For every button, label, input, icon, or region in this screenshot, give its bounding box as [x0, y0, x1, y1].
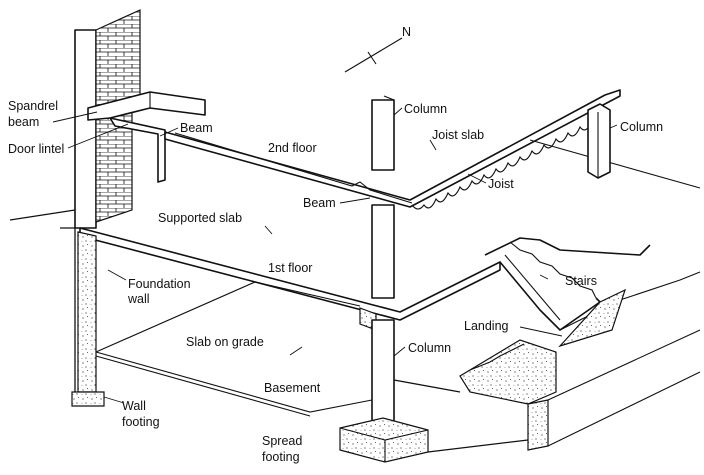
- spread-footing: [339, 417, 429, 463]
- leader-joist-slab: [429, 139, 437, 151]
- label-spread-footing-line2: footing: [262, 450, 300, 464]
- label-door-lintel: Door lintel: [8, 142, 64, 156]
- wall-pier: [74, 29, 97, 229]
- label-foundation-wall-line1: Foundation: [128, 277, 191, 291]
- right-column-shape: [587, 103, 611, 179]
- upper-column: [371, 95, 395, 171]
- foundation-wall-section: [77, 231, 97, 393]
- north-arrow: N: [344, 25, 411, 73]
- leader-lines: [52, 107, 618, 404]
- label-wall-footing-line1: Wall: [122, 399, 146, 413]
- landing-section: [558, 288, 627, 348]
- upper-column-shape: [371, 99, 395, 171]
- leader-beam-upper: [159, 127, 179, 137]
- stair-treads: [509, 241, 597, 299]
- leader-foundation-wall: [107, 269, 127, 281]
- label-spandrel-line1: Spandrel: [8, 99, 58, 113]
- foundation-wall: [71, 231, 105, 407]
- label-column-lower: Column: [408, 341, 451, 355]
- middle-column: [371, 204, 395, 299]
- label-landing: Landing: [464, 319, 509, 333]
- ground-line-left: [9, 209, 76, 221]
- lower-column-shape: [371, 319, 395, 429]
- label-slab-on-grade: Slab on grade: [186, 335, 264, 349]
- brick-wall: [74, 9, 141, 229]
- leader-spandrel-beam: [52, 111, 98, 123]
- leader-supported-slab: [264, 225, 273, 235]
- label-wall-footing-line2: footing: [122, 415, 160, 429]
- label-first-floor: 1st floor: [268, 261, 312, 275]
- label-spandrel-line2: beam: [8, 115, 39, 129]
- label-joist: Joist: [488, 177, 514, 191]
- spandrel-beam-shape: [87, 91, 206, 121]
- leader-door-lintel: [67, 123, 129, 149]
- right-column: [587, 103, 611, 179]
- label-supported-slab: Supported slab: [158, 211, 242, 225]
- wall-footing-section: [71, 391, 105, 407]
- label-basement: Basement: [264, 381, 321, 395]
- labels: Spandrel beam Door lintel Beam 2nd floor…: [8, 99, 663, 464]
- leader-column-lower: [393, 346, 406, 357]
- second-floor-slab-edge: [164, 89, 621, 208]
- north-arrow-tick: [367, 51, 377, 65]
- leader-stairs: [539, 274, 549, 280]
- leader-joist: [467, 173, 487, 184]
- label-column-right: Column: [620, 120, 663, 134]
- leader-column-upper: [393, 107, 403, 116]
- leader-column-right: [609, 124, 618, 129]
- slab-on-grade-front-edge: [95, 351, 373, 413]
- upper-stair-landing: [484, 237, 651, 256]
- leader-wall-footing: [103, 396, 125, 404]
- slab-on-grade: [95, 281, 373, 417]
- lower-stair-treads: [469, 343, 525, 371]
- label-beam-mid: Beam: [303, 196, 336, 210]
- spandrel-beam: [87, 91, 206, 183]
- label-stairs: Stairs: [565, 274, 597, 288]
- north-arrow-label: N: [402, 25, 411, 39]
- label-second-floor: 2nd floor: [268, 141, 317, 155]
- label-joist-slab: Joist slab: [432, 128, 484, 142]
- landing: [459, 271, 701, 451]
- leader-beam-mid: [339, 197, 371, 204]
- north-arrow-line: [344, 37, 403, 73]
- second-floor-slab: [164, 89, 621, 208]
- leader-landing: [519, 326, 563, 337]
- door-frame: [109, 117, 166, 183]
- joist-ribs: [411, 114, 605, 210]
- label-spread-footing-line1: Spread: [262, 434, 302, 448]
- label-beam-upper: Beam: [180, 121, 213, 135]
- slab-on-grade-back-edge: [95, 281, 361, 353]
- lower-landing-section: [459, 339, 557, 405]
- joists: [411, 114, 701, 210]
- label-foundation-wall-line2: wall: [127, 292, 150, 306]
- joist-slab-back-edge: [529, 139, 701, 189]
- lower-column: [371, 319, 395, 429]
- middle-column-shape: [371, 204, 395, 299]
- label-column-upper: Column: [404, 102, 447, 116]
- leader-slab-on-grade: [289, 346, 303, 356]
